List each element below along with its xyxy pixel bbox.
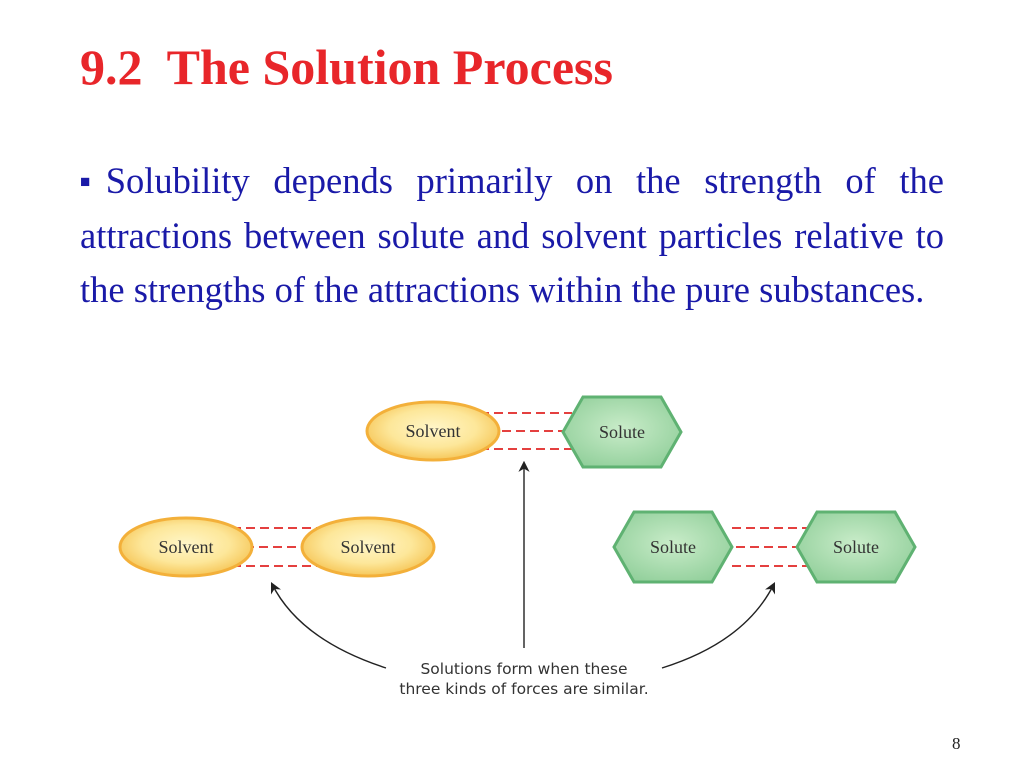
solute-label: Solute (833, 537, 879, 557)
square-bullet-icon: ■ (80, 172, 105, 191)
caption-line-2: three kinds of forces are similar. (399, 680, 648, 698)
solute-molecule (612, 510, 734, 584)
solvent-solute-pair: Solvent Solute (365, 395, 683, 469)
solute-molecule (795, 510, 917, 584)
solvent-label: Solvent (158, 537, 213, 557)
solvent-molecule (365, 400, 501, 462)
force-lines (732, 527, 808, 567)
caption-line-1: Solutions form when these (420, 660, 627, 678)
solvent-molecule (300, 516, 436, 578)
solute-molecule (561, 395, 683, 469)
bullet-text: Solubility depends primarily on the stre… (80, 160, 944, 310)
solvent-label: Solvent (405, 421, 460, 441)
arrow-right-curve (661, 581, 776, 669)
slide-title: 9.2 The Solution Process (80, 39, 613, 95)
solvent-label: Solvent (340, 537, 395, 557)
page-number: 8 (952, 734, 961, 753)
solvent-solvent-pair: Solvent Solvent (118, 516, 436, 578)
force-lines (480, 412, 572, 450)
arrow-left-curve (270, 581, 387, 669)
solute-label: Solute (599, 422, 645, 442)
solvent-molecule (118, 516, 254, 578)
bullet-paragraph: ■Solubility depends primarily on the str… (80, 154, 944, 317)
force-lines (232, 527, 322, 567)
solute-label: Solute (650, 537, 696, 557)
solute-solute-pair: Solute Solute (612, 510, 917, 584)
